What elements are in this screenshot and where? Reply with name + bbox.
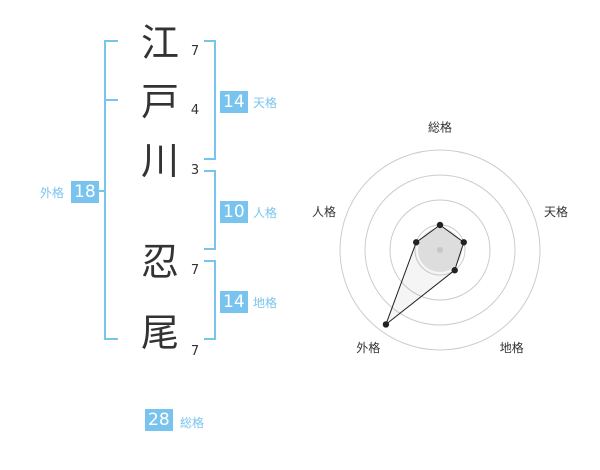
- name-char-1: 江: [140, 21, 179, 65]
- radar-ring: [389, 199, 491, 301]
- name-char-5: 尾: [140, 311, 179, 355]
- chikaku-label: 地格: [253, 296, 278, 310]
- radar-axis-label-4: 外格: [356, 340, 380, 355]
- tenkaku-label: 天格: [253, 96, 278, 110]
- radar-point-1: [436, 221, 444, 229]
- radar-ring: [339, 149, 541, 351]
- radar-ring: [364, 174, 516, 326]
- radar-axis-label-2: 天格: [544, 204, 568, 219]
- radar-point-2: [460, 239, 467, 246]
- stroke-count-4: 7: [190, 263, 200, 278]
- radar-axis-label-1: 総格: [428, 120, 452, 135]
- radar-point-4: [382, 321, 390, 328]
- tenkaku-value: 14: [220, 91, 248, 113]
- radar-point-5: [413, 239, 420, 246]
- radar-axis-label-5: 人格: [312, 204, 336, 219]
- soukaku-value: 28: [145, 409, 173, 431]
- stroke-count-3: 3: [190, 163, 200, 178]
- soukaku-label: 総格: [180, 416, 205, 430]
- name-char-2: 戸: [140, 80, 179, 124]
- gaikaku-value: 18: [71, 181, 99, 203]
- radar-point-3: [451, 267, 458, 274]
- stroke-count-5: 7: [190, 344, 200, 359]
- stroke-count-2: 4: [190, 103, 200, 118]
- radar-center-dot: [437, 247, 443, 253]
- radar-axis-label-3: 地格: [500, 340, 524, 355]
- jinkaku-label: 人格: [253, 206, 278, 220]
- radar-series-polygon: [384, 224, 465, 326]
- gaikaku-label: 外格: [40, 186, 65, 200]
- name-char-3: 川: [140, 139, 179, 183]
- jinkaku-value: 10: [220, 201, 248, 223]
- stroke-count-1: 7: [190, 44, 200, 59]
- chikaku-value: 14: [220, 291, 248, 313]
- name-char-4: 忍: [140, 240, 179, 284]
